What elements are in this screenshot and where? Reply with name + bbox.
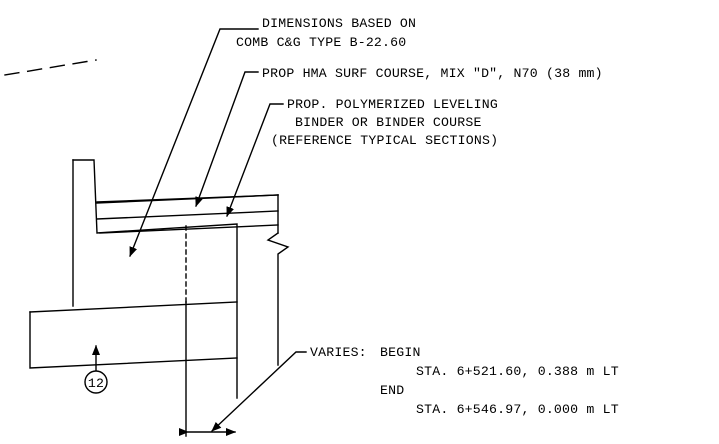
base-slab-outline [29,311,238,369]
surface-course-note: PROP HMA SURF COURSE, MIX "D", N70 (38 m… [262,66,603,81]
varies-begin-station: STA. 6+521.60, 0.388 m LT [416,364,619,379]
dimensions-leader [129,28,259,257]
callout-circle [84,370,108,394]
varies-begin: BEGIN [380,345,421,360]
varies-label: VARIES: [310,345,367,360]
surface-course-leader [195,71,259,207]
varies-end-station: STA. 6+546.97, 0.000 m LT [416,402,619,417]
curb-base-line [29,301,238,313]
curb-gutter-outline [72,159,238,399]
surface-course-bottom-line [96,210,279,220]
leveling-note-line-1: PROP. POLYMERIZED LEVELING [287,97,498,112]
varies-end: END [380,383,404,398]
pavement-top-line [96,194,279,204]
existing-ground-line [4,59,97,76]
callout-number: 12 [88,376,104,391]
leveling-note-line-3: (REFERENCE TYPICAL SECTIONS) [271,133,498,148]
break-line [266,232,290,366]
dimensions-note-line-2: COMB C&G TYPE B-22.60 [236,35,406,50]
dimensions-note-line-1: DIMENSIONS BASED ON [262,16,416,31]
leveling-note-line-2: BINDER OR BINDER COURSE [295,115,482,130]
varies-leader [211,351,307,432]
leveling-course-bottom-line [99,224,279,234]
leveling-leader [226,103,284,217]
